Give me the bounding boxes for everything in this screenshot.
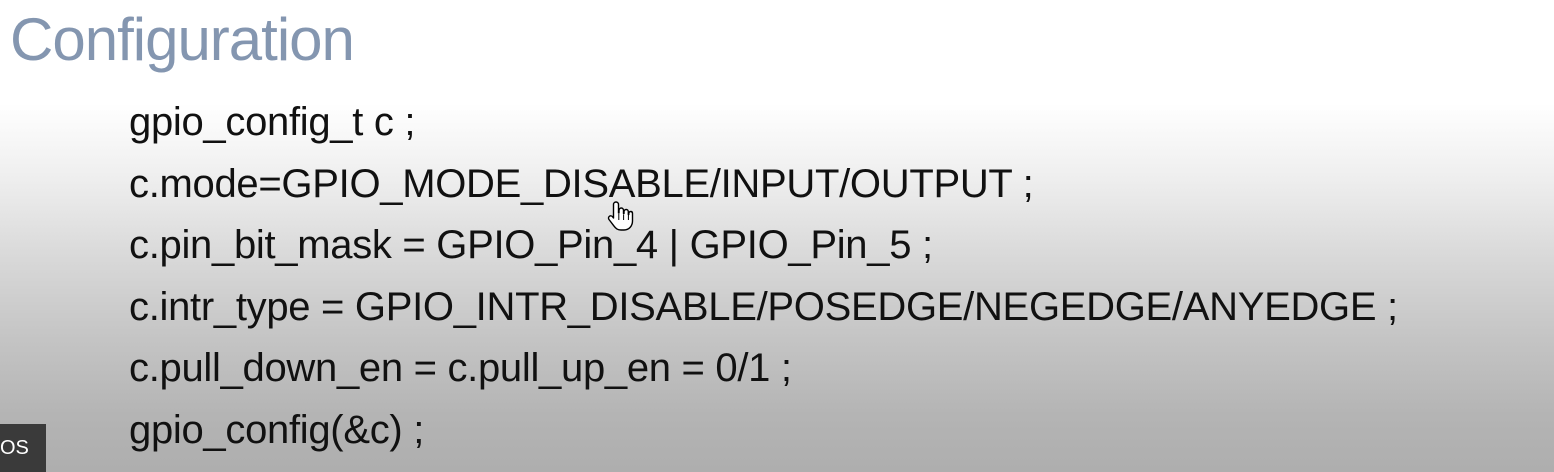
code-line-pull-enable: c.pull_down_en = c.pull_up_en = 0/1 ; (129, 346, 792, 390)
slide-title: Configuration (10, 6, 355, 73)
code-line-mode: c.mode=GPIO_MODE_DISABLE/INPUT/OUTPUT ; (129, 161, 1034, 206)
code-line-intr-type: c.intr_type = GPIO_INTR_DISABLE/POSEDGE/… (129, 284, 1398, 329)
hand-pointer-icon (607, 201, 634, 231)
code-line-pin-bit-mask: c.pin_bit_mask = GPIO_Pin_4 | GPIO_Pin_5… (129, 223, 933, 267)
code-block: gpio_config_t c ; c.mode=GPIO_MODE_DISAB… (129, 92, 1398, 461)
corner-overlay-label: OS (0, 424, 46, 472)
code-line-gpio-config-call: gpio_config(&c) ; (129, 407, 425, 452)
code-line-declaration: gpio_config_t c ; (129, 100, 416, 144)
